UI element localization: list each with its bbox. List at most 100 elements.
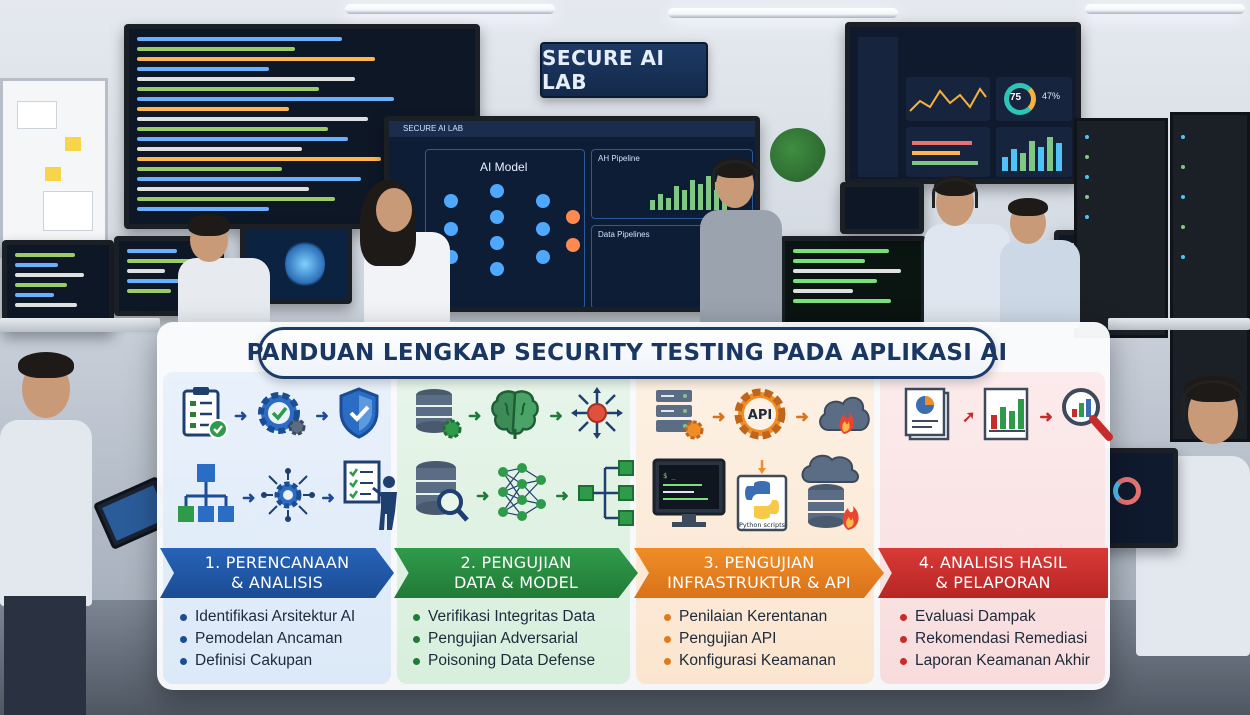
server-rack — [1074, 118, 1168, 338]
list-item: Identifikasi Arsitektur AI — [180, 606, 355, 628]
section-2-icons-top: ➜ ➜ — [412, 385, 625, 446]
desk — [0, 318, 160, 332]
section-2-list: Verifikasi Integritas Data Pengujian Adv… — [413, 606, 595, 672]
bullet-dot — [180, 635, 187, 643]
attack-bug-icon — [569, 385, 625, 446]
list-item: Konfigurasi Keamanan — [664, 650, 836, 672]
section-4-list: Evaluasi Dampak Rekomendasi Remediasi La… — [900, 606, 1090, 672]
network-gear-icon — [261, 468, 316, 527]
screen-header: SECURE AI LAB — [403, 124, 464, 133]
section-2-banner: 2. PENGUJIAN DATA & MODEL — [394, 548, 638, 598]
ceiling-light — [668, 8, 898, 18]
arrow-right-icon: ➜ — [315, 407, 329, 425]
title-text: PANDUAN LENGKAP SECURITY TESTING PADA AP… — [246, 340, 1008, 366]
section-3-title-line2: INFRASTRUKTUR & API — [667, 573, 851, 592]
arrow-right-icon: ➜ — [712, 408, 726, 426]
whiteboard — [0, 78, 108, 258]
checklist-icon — [180, 385, 228, 446]
section-1-list: Identifikasi Arsitektur AI Pemodelan Anc… — [180, 606, 355, 672]
python-scripts-icon: Python scripts — [734, 460, 790, 537]
ceiling-light — [1085, 4, 1245, 14]
list-item: Pengujian API — [664, 628, 836, 650]
ai-model-screen: SECURE AI LAB AI Model AH Pipeline — [384, 116, 760, 312]
bullet-dot — [664, 635, 671, 643]
section-3-icons-bottom: $ _ Python scripts — [652, 452, 864, 537]
magnifier-chart-icon — [1059, 385, 1115, 448]
section-3-title-line1: 3. PENGUJIAN — [703, 553, 815, 572]
bullet-dot — [180, 657, 187, 665]
arrow-right-icon: ➜ — [476, 487, 490, 505]
section-1-icons-top: ➜ ➜ — [180, 385, 383, 446]
list-item: Pengujian Adversarial — [413, 628, 595, 650]
terminal-monitor — [780, 236, 926, 330]
neural-network-icon — [495, 458, 549, 533]
bullet-dot — [664, 613, 671, 621]
desk — [1108, 318, 1250, 330]
list-item: Laporan Keamanan Akhir — [900, 650, 1090, 672]
pipeline-label: AH Pipeline — [598, 154, 640, 163]
section-3-banner: 3. PENGUJIAN INFRASTRUKTUR & API — [634, 548, 884, 598]
presenter-checklist-icon — [341, 458, 401, 537]
plant — [770, 128, 826, 182]
bullet-dot — [413, 635, 420, 643]
section-4-title-line2: & PELAPORAN — [935, 573, 1051, 592]
ai-model-label: AI Model — [480, 160, 528, 174]
gear-check-icon — [253, 385, 309, 446]
list-item: Pemodelan Ancaman — [180, 628, 355, 650]
hierarchy-cubes-icon — [176, 458, 236, 537]
dashboard-percent: 47% — [1042, 91, 1061, 101]
bullet-dot — [900, 613, 907, 621]
list-item: Rekomendasi Remediasi — [900, 628, 1090, 650]
section-2-icons-bottom: ➜ ➜ — [412, 458, 639, 533]
arrow-right-icon: ➜ — [321, 489, 335, 507]
terminal-monitor-icon: $ _ — [652, 452, 728, 537]
ceiling-light — [345, 4, 555, 14]
list-item: Poisoning Data Defense — [413, 650, 595, 672]
dashboard-monitor: 75 47% — [845, 22, 1081, 184]
section-1-banner: 1. PERENCANAAN & ANALISIS — [160, 548, 394, 598]
database-cloud-fire-icon — [796, 452, 864, 537]
section-4-icons-top: ➚ ➜ — [904, 385, 1115, 448]
arrow-right-icon: ➜ — [549, 407, 563, 425]
side-monitor — [840, 182, 924, 234]
section-1-title-line2: & ANALISIS — [230, 573, 324, 592]
bullet-dot — [413, 657, 420, 665]
flow-chart-icon — [575, 458, 639, 533]
api-gear-icon: API — [731, 385, 789, 448]
data-pipelines-label: Data Pipelines — [598, 230, 650, 239]
section-2-title-line1: 2. PENGUJIAN — [460, 553, 572, 572]
section-4-title-line1: 4. ANALISIS HASIL — [918, 553, 1068, 572]
brain-monitor — [240, 224, 352, 304]
brain-icon — [487, 385, 543, 446]
section-3-icons-top: ➜ API ➜ — [652, 385, 873, 448]
server-gear-icon — [652, 386, 706, 447]
database-search-icon — [412, 458, 470, 533]
arrow-right-icon: ➜ — [555, 487, 569, 505]
database-gear-icon — [412, 385, 462, 446]
bullet-dot — [664, 657, 671, 665]
python-scripts-label: Python scripts — [739, 521, 786, 529]
arrow-right-icon: ➜ — [468, 407, 482, 425]
dashboard-gauge-value: 75 — [1010, 92, 1022, 103]
arrow-right-icon: ➜ — [242, 489, 256, 507]
lab-sign: SECURE AI LAB — [540, 42, 708, 98]
bullet-dot — [900, 657, 907, 665]
bullet-dot — [180, 613, 187, 621]
bullet-dot — [413, 613, 420, 621]
report-pie-icon — [904, 385, 956, 448]
svg-text:$ _: $ _ — [663, 472, 676, 480]
shield-check-icon — [335, 385, 383, 446]
section-4-banner: 4. ANALISIS HASIL & PELAPORAN — [878, 548, 1108, 598]
section-2-title-line2: DATA & MODEL — [453, 573, 578, 592]
list-item: Penilaian Kerentanan — [664, 606, 836, 628]
arrow-right-icon: ➚ — [962, 408, 976, 426]
bullet-dot — [900, 635, 907, 643]
list-item: Evaluasi Dampak — [900, 606, 1090, 628]
arrow-right-icon: ➜ — [795, 408, 809, 426]
infographic-title: PANDUAN LENGKAP SECURITY TESTING PADA AP… — [247, 327, 1007, 379]
section-1-icons-bottom: ➜ ➜ — [176, 458, 401, 537]
section-3-list: Penilaian Kerentanan Pengujian API Konfi… — [664, 606, 836, 672]
arrow-right-icon: ➜ — [1039, 408, 1053, 426]
cloud-fire-icon — [815, 386, 873, 447]
list-item: Definisi Cakupan — [180, 650, 355, 672]
